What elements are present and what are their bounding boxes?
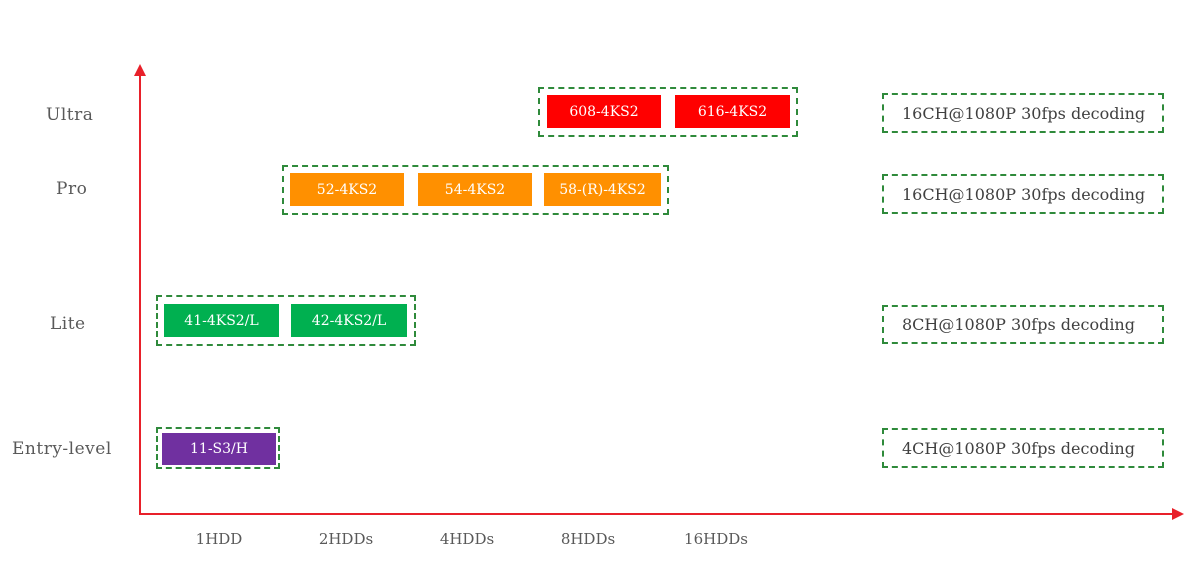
tier-label-pro: Pro <box>56 179 88 199</box>
decoding-entry: 4CH@1080P 30fps decoding <box>882 428 1164 468</box>
decoding-ultra: 16CH@1080P 30fps decoding <box>882 93 1164 133</box>
x-axis <box>139 513 1174 515</box>
model-42-4ks2-l: 42-4KS2/L <box>291 304 407 337</box>
y-axis-arrow-icon <box>134 64 146 76</box>
model-58-r-4ks2: 58-(R)-4KS2 <box>544 173 661 206</box>
y-axis <box>139 72 141 514</box>
hdd-label-1: 1HDD <box>195 530 243 548</box>
model-54-4ks2: 54-4KS2 <box>418 173 532 206</box>
hdd-label-8: 8HDDs <box>560 530 616 548</box>
model-11-s3-h: 11-S3/H <box>162 433 276 465</box>
model-616-4ks2: 616-4KS2 <box>675 95 790 128</box>
tier-label-lite: Lite <box>50 314 86 334</box>
model-608-4ks2: 608-4KS2 <box>547 95 661 128</box>
entry-model-group <box>156 427 280 469</box>
model-52-4ks2: 52-4KS2 <box>290 173 404 206</box>
hdd-label-16: 16HDDs <box>684 530 748 548</box>
lite-model-group <box>156 295 416 346</box>
decoding-pro: 16CH@1080P 30fps decoding <box>882 174 1164 214</box>
decoding-lite: 8CH@1080P 30fps decoding <box>882 305 1164 344</box>
pro-model-group <box>282 165 669 215</box>
tier-label-entry: Entry-level <box>12 439 112 459</box>
model-41-4ks2-l: 41-4KS2/L <box>164 304 279 337</box>
tier-label-ultra: Ultra <box>46 105 94 125</box>
ultra-model-group <box>538 87 798 137</box>
x-axis-arrow-icon <box>1172 508 1184 520</box>
hdd-label-4: 4HDDs <box>439 530 495 548</box>
hdd-label-2: 2HDDs <box>318 530 374 548</box>
